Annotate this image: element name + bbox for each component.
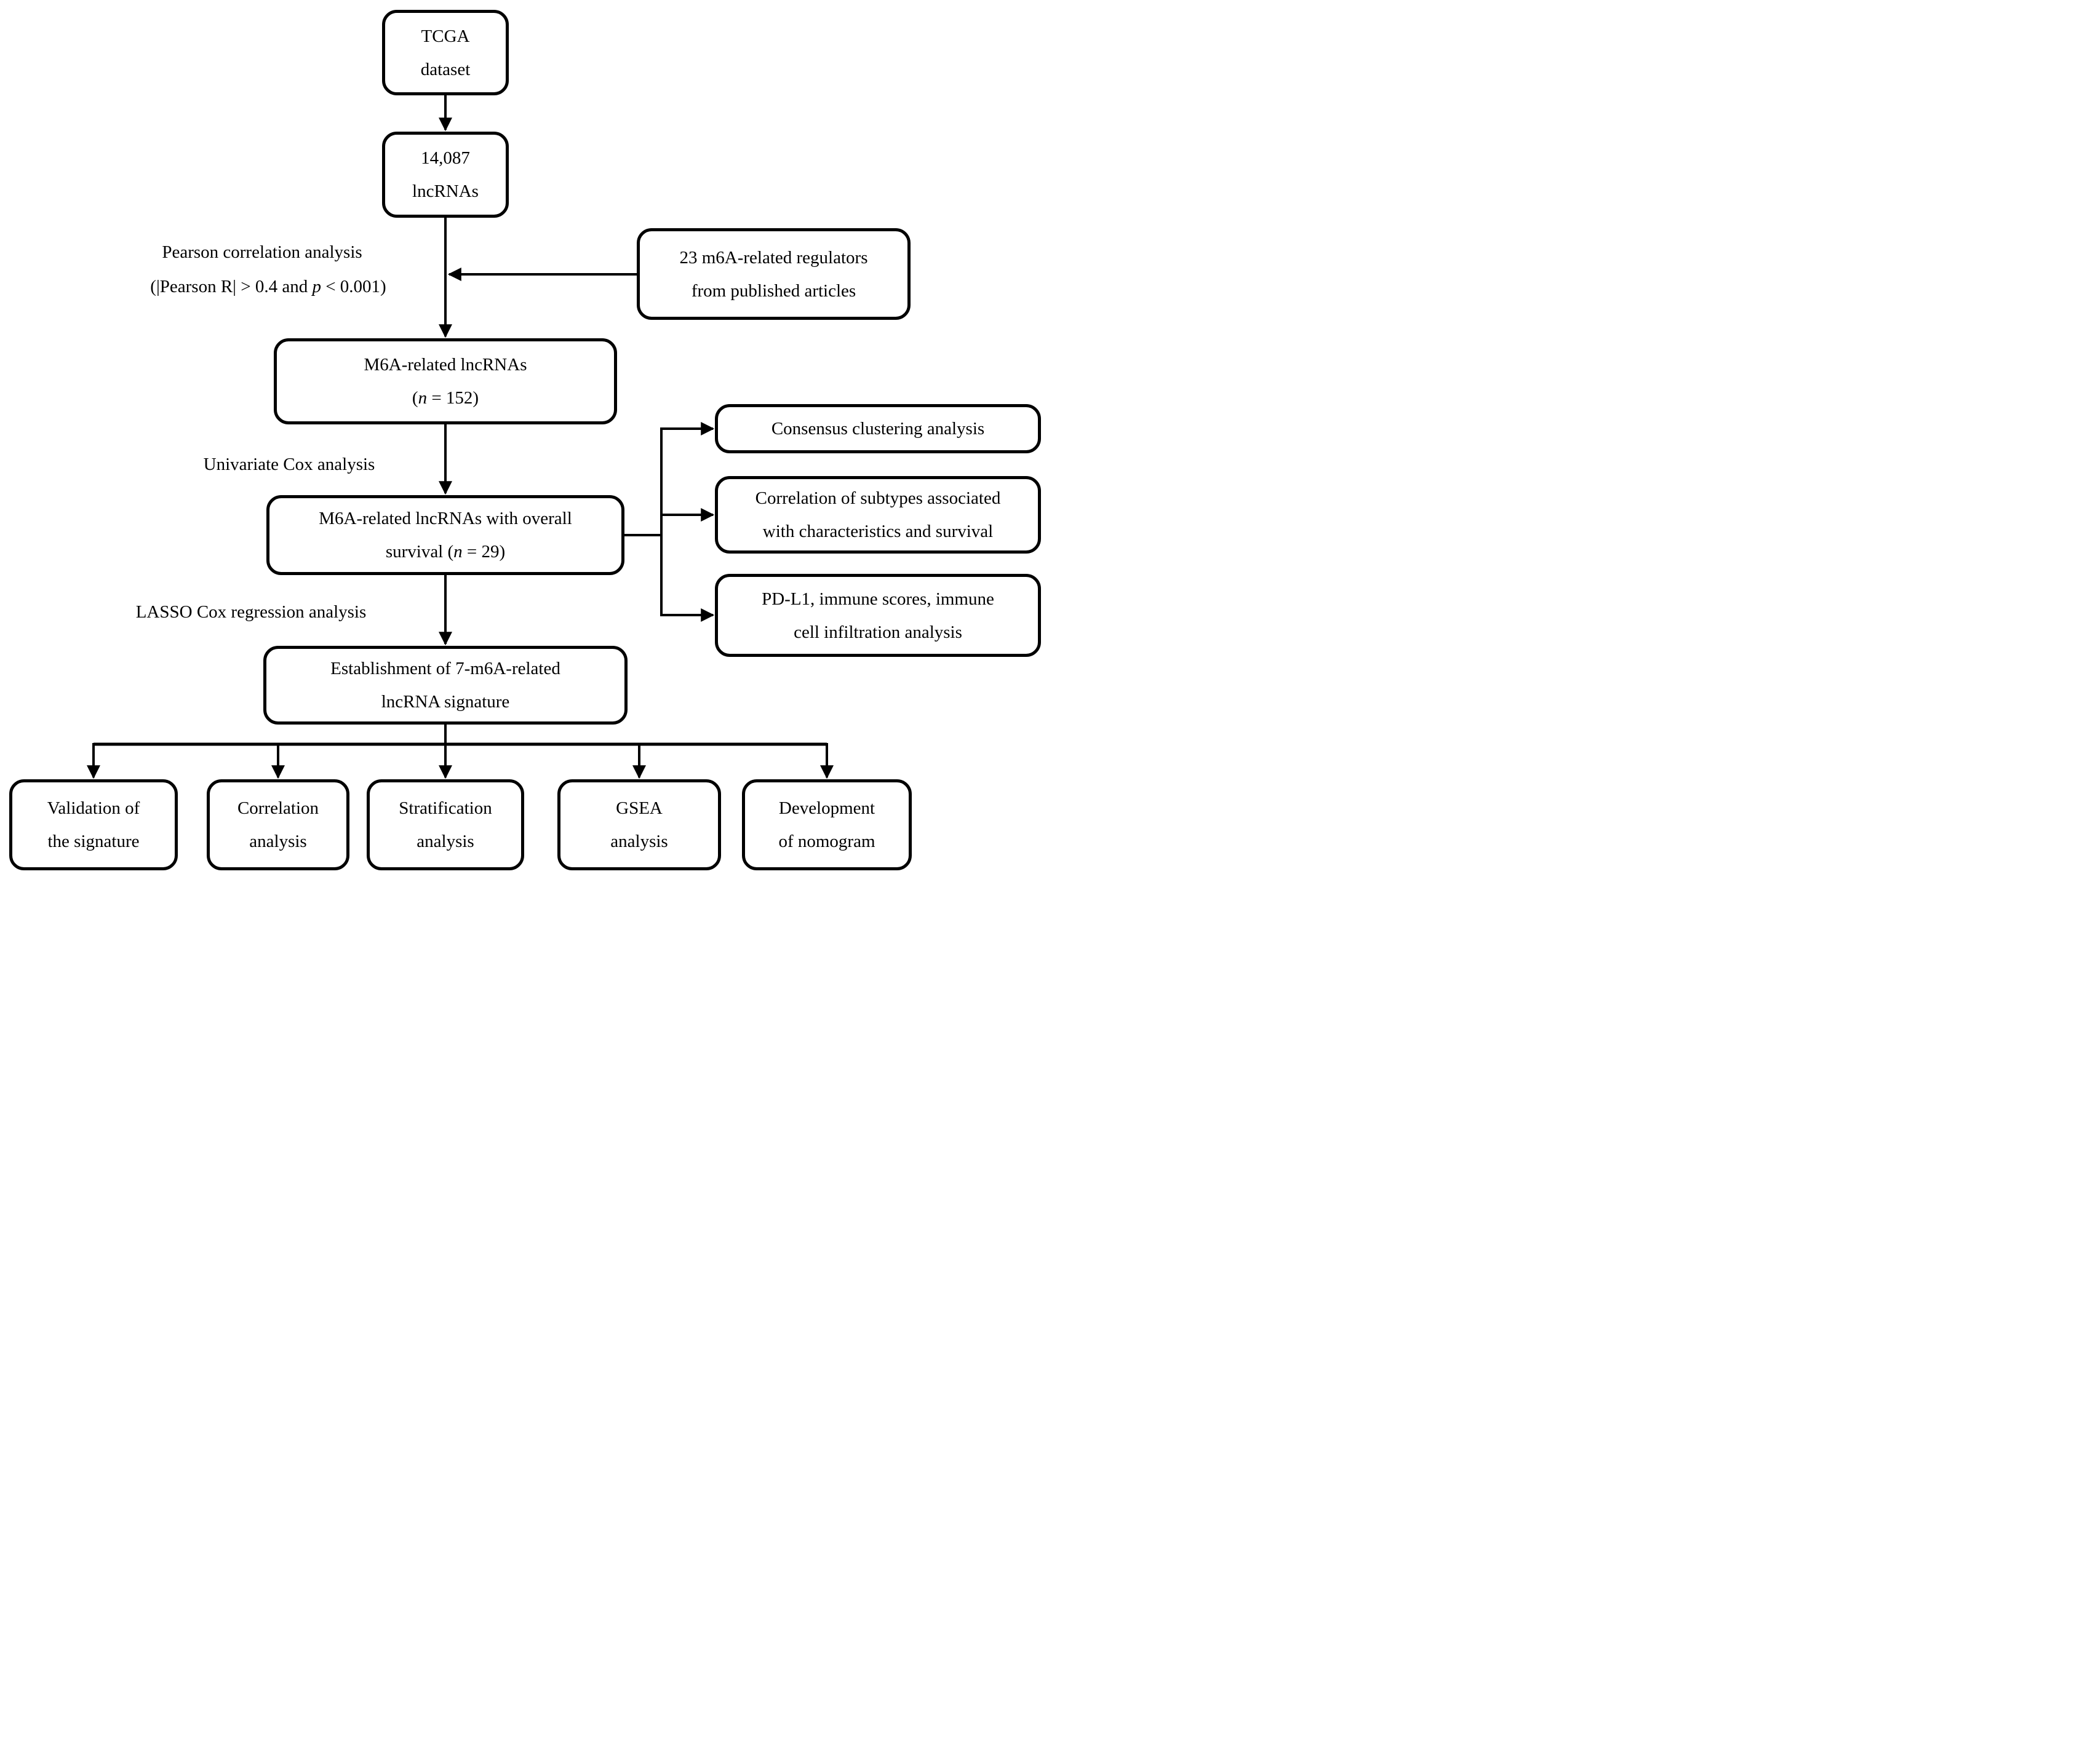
node-text: Correlation of subtypes associated	[755, 488, 1001, 508]
node-consensus-clustering: Consensus clustering analysis	[715, 404, 1041, 453]
node-subtype-correlation: Correlation of subtypes associated with …	[715, 476, 1041, 554]
node-14087-lncrnas: 14,087 lncRNAs	[382, 132, 509, 218]
node-tcga-dataset: TCGA dataset	[382, 10, 509, 95]
node-text: TCGA	[421, 26, 470, 46]
node-text: survival (n = 29)	[385, 542, 506, 562]
node-text: PD-L1, immune scores, immune	[762, 589, 994, 609]
node-stratification-analysis: Stratification analysis	[367, 779, 524, 870]
node-23-regulators: 23 m6A-related regulators from published…	[637, 228, 911, 320]
node-text: Consensus clustering analysis	[771, 419, 985, 439]
node-text: analysis	[417, 832, 474, 851]
node-text: Correlation	[237, 798, 319, 818]
node-text: (n = 152)	[412, 388, 479, 408]
node-text: dataset	[420, 59, 471, 79]
edge-label-lasso-cox: LASSO Cox regression analysis	[135, 602, 367, 622]
node-text: GSEA	[616, 798, 663, 818]
node-text: from published articles	[691, 280, 856, 301]
node-validation: Validation of the signature	[9, 779, 178, 870]
node-text: lncRNAs	[412, 181, 479, 201]
edge-label-pearson-line2: (|Pearson R| > 0.4 and p < 0.001)	[150, 277, 386, 296]
node-text: 14,087	[421, 148, 470, 168]
node-text: Stratification	[399, 798, 492, 818]
node-text: 23 m6A-related regulators	[679, 247, 868, 268]
node-text: analysis	[610, 832, 668, 851]
node-text: of nomogram	[778, 832, 875, 851]
node-text: with characteristics and survival	[762, 522, 994, 541]
node-text: Validation of	[47, 798, 140, 818]
node-text: lncRNA signature	[381, 692, 510, 712]
node-survival-lncrnas: M6A-related lncRNAs with overall surviva…	[266, 495, 624, 575]
edge-label-univariate-cox: Univariate Cox analysis	[203, 455, 375, 474]
flowchart-figure: TCGA dataset 14,087 lncRNAs 23 m6A-relat…	[0, 0, 1046, 882]
node-pdl1-immune: PD-L1, immune scores, immune cell infilt…	[715, 574, 1041, 657]
node-correlation-analysis: Correlation analysis	[207, 779, 349, 870]
node-signature-establishment: Establishment of 7-m6A-related lncRNA si…	[263, 646, 628, 725]
connector-layer	[87, 95, 834, 779]
node-text: Establishment of 7-m6A-related	[330, 659, 560, 678]
node-text: cell infiltration analysis	[794, 622, 962, 642]
node-text: M6A-related lncRNAs	[364, 355, 527, 375]
node-gsea-analysis: GSEA analysis	[557, 779, 721, 870]
node-text: the signature	[47, 832, 140, 851]
edge-label-pearson-line1: Pearson correlation analysis	[162, 242, 362, 262]
node-nomogram: Development of nomogram	[742, 779, 912, 870]
node-text: analysis	[249, 832, 307, 851]
node-m6a-related-lncrnas: M6A-related lncRNAs (n = 152)	[274, 338, 617, 424]
node-text: M6A-related lncRNAs with overall	[319, 509, 572, 528]
node-text: Development	[778, 798, 875, 818]
